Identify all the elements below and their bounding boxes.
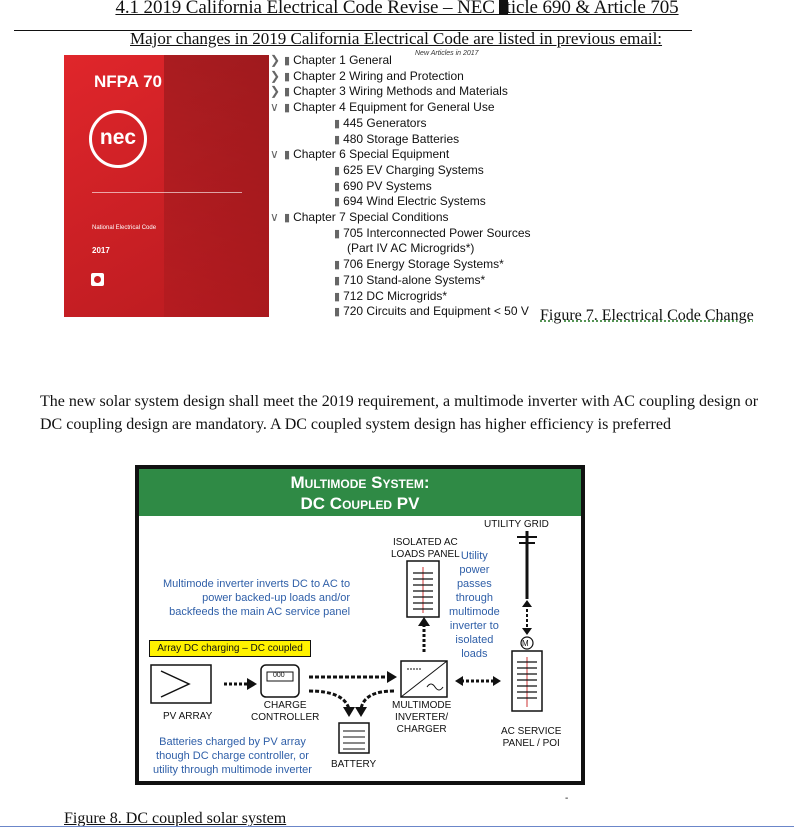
inverter-icon (401, 661, 447, 697)
nec-logo: nec (89, 110, 147, 168)
item-label: 694 Wind Electric Systems (343, 194, 486, 208)
article-item[interactable]: ▮720 Circuits and Equipment < 50 V (334, 304, 529, 318)
inverter-note: Multimode inverter inverts DC to AC to p… (163, 577, 350, 619)
book-year: 2017 (92, 246, 110, 255)
heading-suffix: rticle 690 & Article 705 (499, 0, 678, 18)
bookmark-icon: ▮ (334, 118, 340, 130)
article-item[interactable]: (Part IV AC Microgrids*) (347, 241, 474, 255)
item-label: Chapter 6 Special Equipment (293, 147, 449, 161)
chapter-item[interactable]: ❯▮Chapter 1 General (270, 53, 392, 67)
nec-book-cover: NFPA 70 nec National Electrical Code 201… (64, 55, 269, 317)
dc-coupled-diagram: Multimode System: DC Coupled PV (135, 465, 585, 785)
item-label: 712 DC Microgrids* (343, 289, 447, 303)
article-item[interactable]: ▮706 Energy Storage Systems* (334, 257, 504, 271)
item-label: 720 Circuits and Equipment < 50 V (343, 304, 529, 318)
new-articles-label: New Articles in 2017 (415, 50, 479, 57)
dc-bus-arrows-icon (309, 671, 397, 717)
bookmark-icon: ▮ (284, 71, 290, 83)
item-label: 705 Interconnected Power Sources (343, 226, 530, 240)
utility-grid-label: UTILITY GRID (484, 519, 549, 531)
pv-array-icon (151, 665, 211, 703)
heading-main: 1 2019 California Electrical Code Revise… (130, 0, 500, 18)
bookmark-icon: ▮ (334, 306, 340, 318)
bookmark-icon: ▮ (284, 86, 290, 98)
chevron-down-icon[interactable]: ∨ (270, 210, 284, 224)
item-label: Chapter 7 Special Conditions (293, 210, 448, 224)
heading-prefix: 4. (115, 0, 129, 18)
body-paragraph: The new solar system design shall meet t… (40, 390, 780, 436)
book-brand: NFPA 70 (94, 72, 162, 92)
meter-label: M (522, 638, 529, 650)
double-arrow-icon (455, 676, 501, 686)
bookmark-icon: ▮ (334, 181, 340, 193)
item-label: Chapter 3 Wiring Methods and Materials (293, 84, 508, 98)
item-label: Chapter 1 General (293, 53, 392, 67)
service-panel-label: AC SERVICE PANEL / POI (501, 726, 561, 750)
item-label: 690 PV Systems (343, 179, 432, 193)
arrow-right-icon (224, 678, 257, 690)
article-item[interactable]: ▮625 EV Charging Systems (334, 163, 484, 177)
bookmark-icon: ▮ (284, 149, 290, 161)
book-name: National Electrical Code (92, 225, 156, 231)
charge-display: 000 (273, 670, 285, 682)
utility-note: Utility power passes through multimode i… (449, 549, 500, 661)
chevron-right-icon[interactable]: ❯ (270, 69, 284, 83)
item-label: 445 Generators (343, 116, 426, 130)
chevron-down-icon[interactable]: ∨ (270, 100, 284, 114)
bookmark-icon: ▮ (334, 291, 340, 303)
bookmark-icon: ▮ (334, 165, 340, 177)
bookmark-icon: ▮ (334, 228, 340, 240)
item-label: 625 EV Charging Systems (343, 163, 484, 177)
battery-label: BATTERY (331, 759, 376, 771)
article-item[interactable]: ▮705 Interconnected Power Sources (334, 226, 531, 240)
article-item[interactable]: ▮694 Wind Electric Systems (334, 194, 486, 208)
article-item[interactable]: ▮480 Storage Batteries (334, 132, 459, 146)
article-item[interactable]: ▮712 DC Microgrids* (334, 289, 447, 303)
chapter-item[interactable]: ∨▮Chapter 6 Special Equipment (270, 147, 449, 161)
subheading: Major changes in 2019 California Electri… (130, 29, 662, 49)
bookmark-icon: ▮ (284, 55, 290, 67)
service-panel-icon (512, 651, 542, 711)
item-label: 710 Stand-alone Systems* (343, 273, 485, 287)
battery-icon (339, 723, 369, 753)
arrow-up-icon (418, 617, 430, 654)
item-label: (Part IV AC Microgrids*) (347, 241, 474, 255)
item-label: Chapter 4 Equipment for General Use (293, 100, 494, 114)
battery-note: Batteries charged by PV array though DC … (153, 735, 312, 777)
pv-array-label: PV ARRAY (163, 711, 212, 723)
item-label: 706 Energy Storage Systems* (343, 257, 504, 271)
bookmark-icon: ▮ (334, 275, 340, 287)
chapter-item[interactable]: ∨▮Chapter 4 Equipment for General Use (270, 100, 495, 114)
utility-pole-icon (517, 531, 537, 635)
article-item[interactable]: ▮690 PV Systems (334, 179, 432, 193)
nfpa-seal-icon (91, 273, 104, 286)
chapter-item[interactable]: ❯▮Chapter 2 Wiring and Protection (270, 69, 464, 83)
chevron-down-icon[interactable]: ∨ (270, 147, 284, 161)
figure-7-caption: Figure 7. Electrical Code Change (540, 307, 754, 325)
chevron-right-icon[interactable]: ❯ (270, 84, 284, 98)
chapter-item[interactable]: ∨▮Chapter 7 Special Conditions (270, 210, 449, 224)
bookmark-icon: ▮ (334, 259, 340, 271)
cover-rule (92, 192, 242, 193)
stray-mark: - (565, 793, 568, 804)
isolated-loads-panel-icon (407, 561, 439, 617)
charge-controller-label: CHARGE CONTROLLER (251, 700, 319, 724)
chevron-right-icon[interactable]: ❯ (270, 53, 284, 67)
chapter-item[interactable]: ❯▮Chapter 3 Wiring Methods and Materials (270, 84, 508, 98)
array-dc-charging-box: Array DC charging – DC coupled (149, 640, 311, 657)
item-label: Chapter 2 Wiring and Protection (293, 69, 464, 83)
bookmark-icon: ▮ (334, 134, 340, 146)
item-label: 480 Storage Batteries (343, 132, 459, 146)
bookmark-icon: ▮ (284, 212, 290, 224)
bookmark-icon: ▮ (334, 196, 340, 208)
section-heading: 4.1 2019 California Electrical Code Revi… (0, 0, 794, 19)
page-edge-line (0, 826, 794, 827)
article-item[interactable]: ▮710 Stand-alone Systems* (334, 273, 485, 287)
article-item[interactable]: ▮445 Generators (334, 116, 426, 130)
bookmark-icon: ▮ (284, 102, 290, 114)
inverter-label: MULTIMODE INVERTER/ CHARGER (392, 700, 451, 736)
cover-shade (164, 55, 269, 317)
